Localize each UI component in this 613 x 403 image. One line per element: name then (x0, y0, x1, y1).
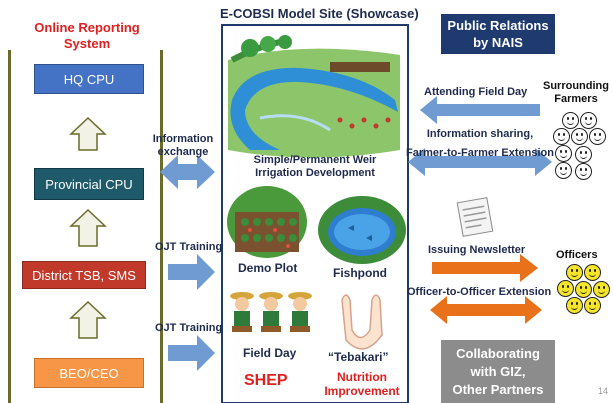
up-arrow-2 (69, 208, 107, 247)
sharing-line-2: Farmer-to-Farmer Extension (406, 147, 554, 159)
shep-label: SHEP (244, 372, 288, 389)
farmer-smiley-icon (555, 162, 572, 179)
newsletter-icon (456, 197, 494, 237)
attending-arrow (420, 96, 540, 124)
officer-extension-label: Officer-to-Officer Extension (407, 286, 552, 298)
farmer-smiley-icon (571, 128, 588, 145)
officer-extension-arrow (430, 296, 542, 324)
field-day-illustration (226, 290, 320, 338)
officer-smiley-icon (575, 281, 592, 298)
farmer-smiley-icon (553, 128, 570, 145)
left-bar-outer (8, 50, 11, 403)
up-arrows (69, 116, 107, 339)
nutrition-line-1: Nutrition (337, 370, 387, 384)
info-exchange-line-2: exchange (157, 146, 209, 158)
tebakari-label: “Tebakari” (328, 350, 389, 364)
weir-caption-line-1: Simple/Permanent Weir (253, 154, 377, 166)
sharing-arrow (408, 148, 552, 176)
beo-ceo-box: BEO/CEO (34, 358, 144, 388)
attending-label: Attending Field Day (424, 86, 528, 98)
farmers-line-2: Farmers (554, 93, 598, 105)
fishpond-illustration (318, 196, 406, 264)
fishpond-label: Fishpond (333, 266, 387, 280)
officers-label: Officers (556, 249, 598, 261)
farmers-line-1: Surrounding (543, 80, 609, 92)
model-site-frame (221, 24, 409, 403)
officer-smiley-icon (584, 297, 601, 314)
farmer-smiley-icon (575, 163, 592, 180)
farmer-smiley-icon (562, 112, 579, 129)
officer-smiley-icon (557, 280, 574, 297)
provincial-cpu-box: Provincial CPU (34, 168, 144, 200)
farmer-smiley-icon (575, 146, 592, 163)
page-number: 14 (598, 386, 609, 396)
tebakari-illustration (341, 294, 383, 350)
beo-ceo-label: BEO/CEO (59, 365, 119, 381)
district-tsb-box: District TSB, SMS (22, 261, 146, 289)
info-exchange-line-1: Information (152, 133, 214, 145)
officer-smiley-icon (566, 264, 583, 281)
newsletter-label: Issuing Newsletter (428, 244, 526, 256)
farmer-smiley-icon (580, 112, 597, 129)
weir-caption: Simple/Permanent Weir Irrigation Develop… (240, 154, 390, 180)
info-exchange-arrow (160, 155, 215, 189)
surrounding-farmers-label: Surrounding Farmers (540, 80, 612, 106)
ojt-arrow-2 (168, 335, 215, 371)
officer-smiley-icon (566, 297, 583, 314)
collab-line-1: Collaborating (456, 346, 540, 361)
pr-line-1: Public Relations (447, 18, 549, 33)
ojt-label-1: OJT Training (155, 241, 223, 253)
sharing-label: Information sharing, Farmer-to-Farmer Ex… (405, 125, 555, 163)
ojt-arrow-1 (168, 254, 215, 290)
nutrition-line-2: Improvement (324, 384, 400, 398)
provincial-cpu-label: Provincial CPU (45, 176, 133, 192)
demo-plot-illustration (227, 186, 307, 258)
farmer-smiley-icon (555, 145, 572, 162)
farmer-smiley-icon (589, 128, 606, 145)
collab-line-2: with GIZ, (470, 364, 526, 379)
pr-line-2: by NAIS (473, 35, 523, 50)
title-line-2: System (63, 36, 111, 51)
model-site-title: E-COBSI Model Site (Showcase) (220, 6, 419, 21)
newsletter-arrow (432, 254, 538, 282)
sharing-line-1: Information sharing, (426, 128, 534, 140)
collab-line-3: Other Partners (452, 382, 544, 397)
hq-cpu-label: HQ CPU (63, 71, 115, 87)
ojt-label-2: OJT Training (155, 322, 223, 334)
up-arrow-1 (69, 116, 107, 151)
left-bar-inner (160, 50, 163, 403)
demo-plot-label: Demo Plot (238, 261, 298, 275)
officer-smiley-icon (593, 281, 610, 298)
info-exchange-label: Information exchange (148, 133, 218, 159)
nutrition-label: Nutrition Improvement (316, 370, 408, 398)
hq-cpu-box: HQ CPU (34, 64, 144, 94)
online-reporting-title: Online Reporting System (27, 20, 147, 52)
title-line-1: Online Reporting (34, 20, 140, 35)
field-day-label: Field Day (243, 346, 297, 360)
weir-illustration (228, 35, 400, 158)
district-tsb-label: District TSB, SMS (32, 267, 136, 283)
weir-caption-line-2: Irrigation Development (255, 167, 375, 179)
up-arrow-3 (69, 300, 107, 339)
public-relations-box: Public Relations by NAIS (441, 14, 555, 54)
collaborating-box: Collaborating with GIZ, Other Partners (441, 340, 555, 403)
officer-smiley-icon (584, 264, 601, 281)
